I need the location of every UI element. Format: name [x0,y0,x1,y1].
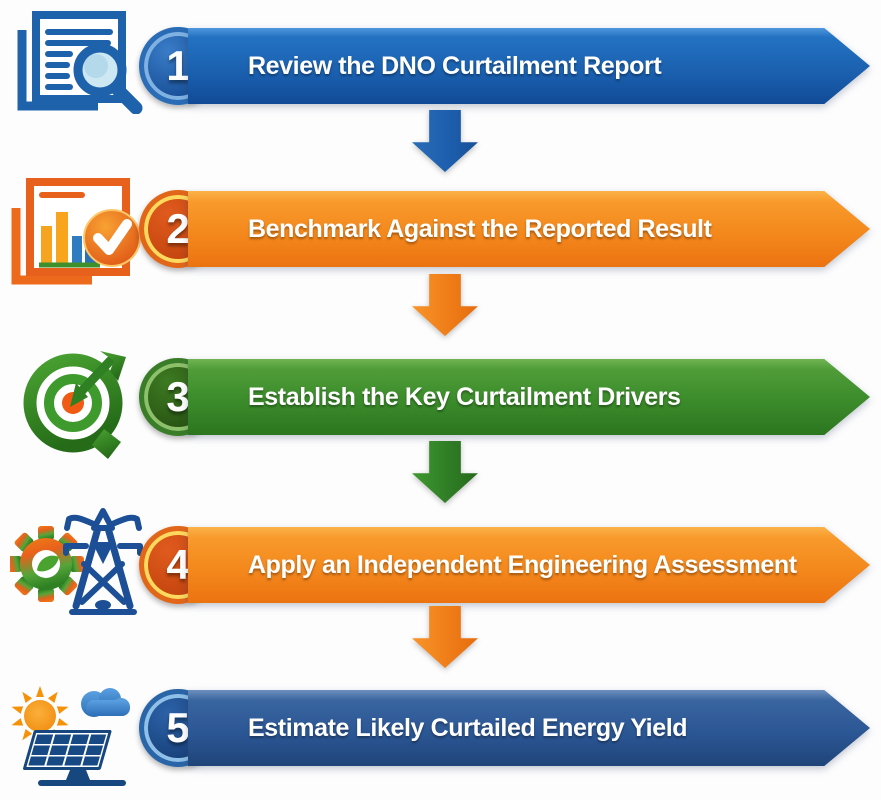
step-2-banner: Benchmark Against the Reported Result [188,191,870,267]
step-2: 2 Benchmark Against the Reported Result [0,178,881,301]
step-number: 4 [166,541,190,588]
down-arrow-icon [412,441,478,503]
step-1: 1 Review the DNO Curtailment Report [0,11,881,138]
bar-chart-checkmark-icon [8,176,150,296]
step-3-label: Establish the Key Curtailment Drivers [248,382,681,411]
down-arrow-icon [412,274,478,336]
step-3-banner: Establish the Key Curtailment Drivers [188,359,870,435]
down-arrow-icon [412,110,478,172]
connector-arrow-2 [412,274,478,336]
step-1-banner: Review the DNO Curtailment Report [188,28,870,104]
step-5: 5 Estimate Likely Curtailed Energy Yield [0,680,881,800]
step-4-label: Apply an Independent Engineering Assessm… [248,550,797,579]
connector-arrow-3 [412,441,478,503]
down-arrow-icon [412,606,478,668]
step-4: 4 Apply an Independent Engineering Asses… [0,508,881,637]
gear-leaf-pylon-icon [10,506,150,620]
step-number: 2 [166,205,190,252]
step-1-label: Review the DNO Curtailment Report [248,51,662,80]
step-3: 3 Establish the Key Curtailment Drivers [0,349,881,469]
step-2-label: Benchmark Against the Reported Result [248,214,712,243]
step-4-banner: Apply an Independent Engineering Assessm… [188,527,870,603]
step-number: 1 [166,42,190,89]
step-5-label: Estimate Likely Curtailed Energy Yield [248,713,688,742]
target-dart-icon [14,343,148,463]
step-number: 3 [166,373,190,420]
document-search-icon [12,10,148,114]
step-number: 5 [166,704,190,751]
connector-arrow-1 [412,110,478,172]
sun-cloud-solar-panel-icon [10,680,150,786]
step-5-banner: Estimate Likely Curtailed Energy Yield [188,690,870,766]
connector-arrow-4 [412,606,478,668]
